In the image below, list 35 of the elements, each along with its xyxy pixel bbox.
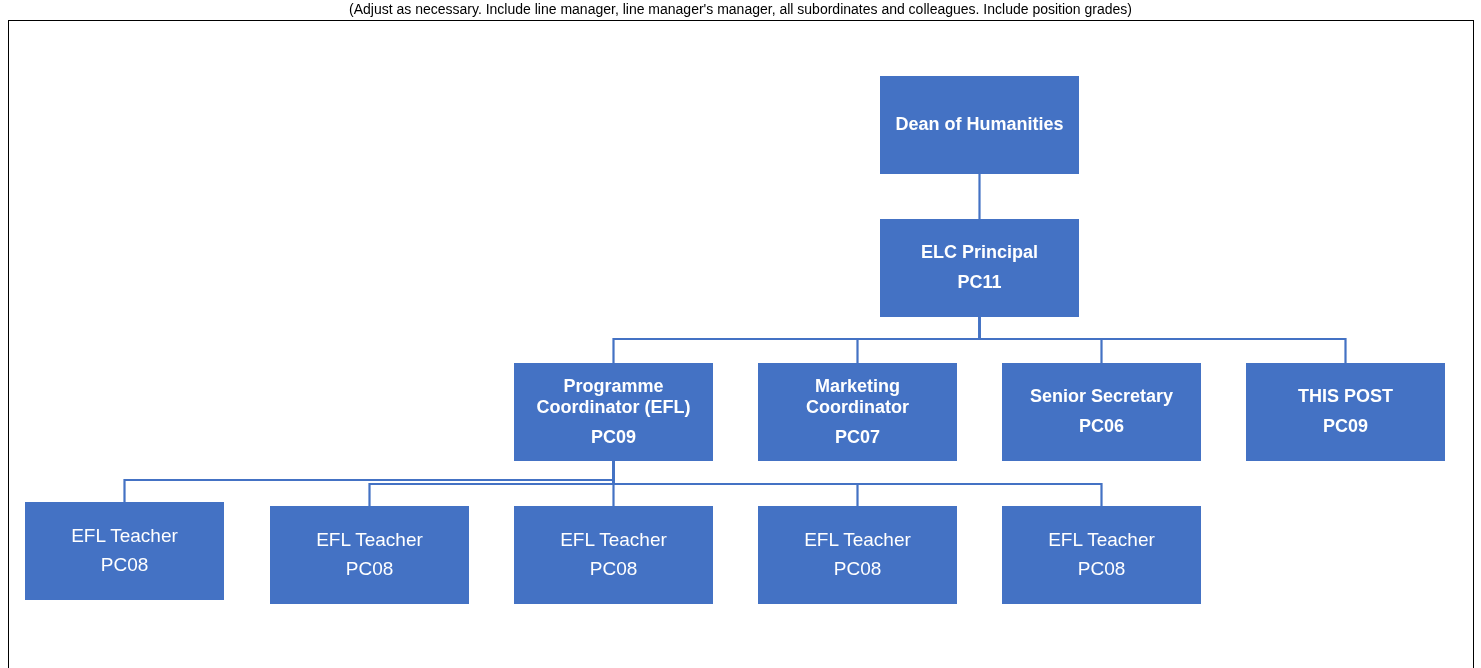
position-title: Dean of Humanities [895,114,1064,136]
position-grade: PC09 [591,426,636,449]
position-grade: PC11 [957,272,1002,294]
position-box [758,363,957,461]
position-title: Programme Coordinator (EFL) [535,375,692,419]
position-title: Senior Secretary [1029,386,1174,408]
connector-line [978,174,981,219]
position-box [880,76,1079,174]
position-box [514,363,713,461]
position-title: EFL Teacher [560,529,667,552]
position-grade: PC08 [100,554,149,577]
position-box [880,219,1079,317]
position-grade: PC08 [1077,558,1126,581]
position-box [514,506,713,604]
position-box [1002,506,1201,604]
position-grade: PC08 [345,558,394,581]
instruction-note: (Adjust as necessary. Include line manager, line manager's manager, all subordinates and colleagues. Include position grades) [348,1,1133,17]
position-title: EFL Teacher [1048,529,1155,552]
connector-line [978,317,1347,363]
position-title: THIS POST [1298,386,1393,408]
position-title: Marketing Coordinator [805,375,910,419]
position-title: ELC Principal [921,242,1038,264]
position-box [25,502,224,600]
position-title: EFL Teacher [71,525,178,548]
position-title: EFL Teacher [316,529,423,552]
position-grade: PC09 [1323,416,1368,438]
position-box [270,506,469,604]
position-grade: PC06 [1079,416,1124,438]
position-box [1246,363,1445,461]
position-box [1002,363,1201,461]
position-title: EFL Teacher [804,529,911,552]
position-grade: PC07 [835,426,880,449]
position-grade: PC08 [833,558,882,581]
position-box [758,506,957,604]
position-grade: PC08 [589,558,638,581]
